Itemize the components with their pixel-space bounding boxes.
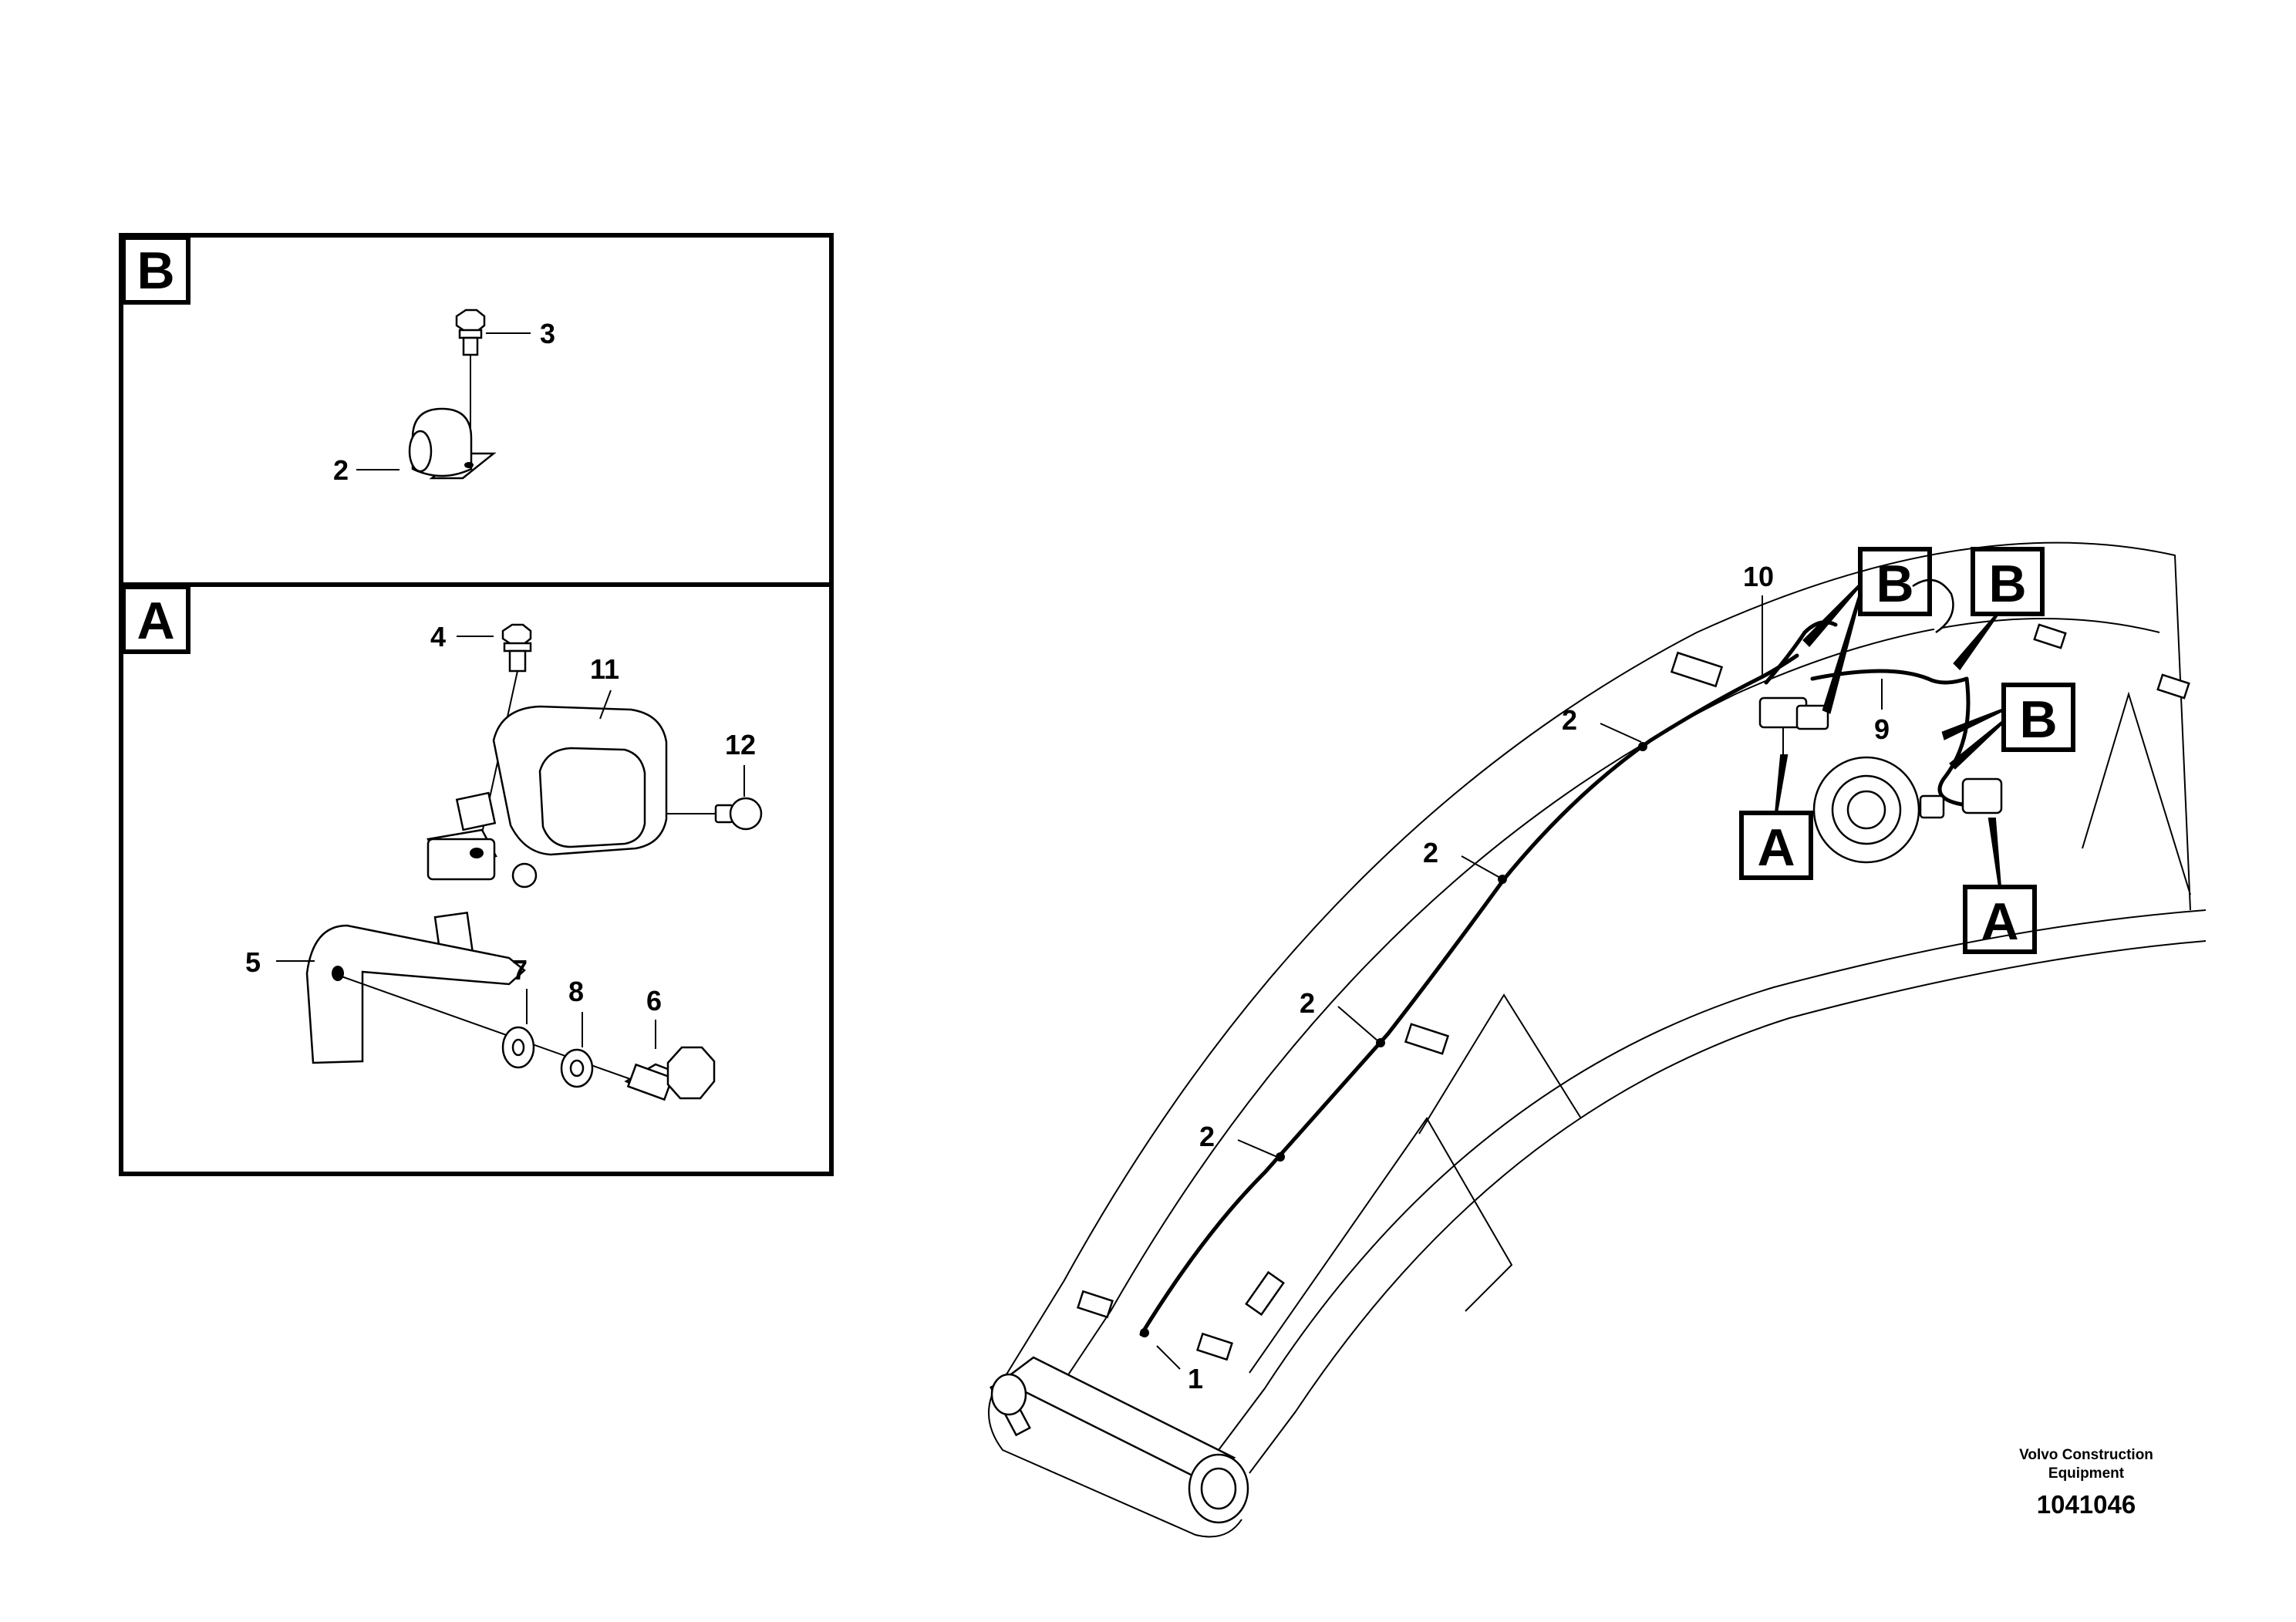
work-lamp-icon	[1758, 696, 1829, 754]
callout-6: 6	[646, 985, 662, 1017]
harness-cable-9	[1810, 669, 1969, 685]
callout-12: 12	[725, 729, 756, 760]
clamp-node	[1140, 1328, 1149, 1337]
callout-boom-9: 9	[1874, 713, 1890, 745]
detail-panel-b: B 3 2	[119, 233, 834, 587]
lock-washer-icon	[560, 1048, 594, 1088]
harness-cable-lamp	[1937, 676, 1977, 808]
callout-5: 5	[245, 946, 261, 978]
callout-boom-2c: 2	[1300, 987, 1315, 1019]
bolt-icon	[624, 1046, 716, 1101]
boom-web-3	[2082, 691, 2191, 895]
panel-b-tag-box	[121, 235, 190, 305]
detail-ref-b-left: B	[1802, 547, 1932, 714]
leader-1	[1156, 1345, 1181, 1370]
screw-icon	[481, 623, 532, 834]
boom-outline-top	[1002, 541, 2191, 1381]
mount-pad	[2033, 623, 2067, 649]
callout-boom-2d: 2	[1199, 1121, 1215, 1152]
mount-pad	[2156, 673, 2190, 700]
harness-cable-10	[1764, 620, 1838, 685]
boom-outline-inner	[1048, 618, 2160, 1404]
company-line-2: Equipment	[2048, 1465, 2125, 1482]
detail-ref-b-right: B	[1953, 547, 2045, 671]
callout-7: 7	[512, 954, 528, 986]
callout-3: 3	[540, 318, 555, 349]
panel-a-frame	[119, 582, 834, 1176]
leader-2d	[1237, 1139, 1278, 1158]
detail-ref-b-lower: B	[1941, 683, 2075, 770]
svg-text:A: A	[1981, 892, 2018, 951]
mount-pad	[1404, 1023, 1450, 1055]
svg-text:B: B	[1876, 555, 1913, 613]
panel-b-tag: B	[137, 241, 174, 300]
callout-boom-2a: 2	[1562, 704, 1577, 736]
bulb-icon	[666, 797, 763, 831]
clamp-node	[1276, 1152, 1285, 1162]
bracket-icon	[305, 911, 526, 1064]
mount-pad	[1196, 1332, 1233, 1361]
svg-text:A: A	[1757, 818, 1795, 877]
panel-a-tag-box	[121, 585, 190, 654]
svg-text:B: B	[1988, 555, 2026, 613]
leader-2a	[1600, 723, 1642, 743]
washer-icon	[501, 1026, 535, 1069]
boom-foot	[988, 1356, 1249, 1538]
clamp-icon	[408, 407, 497, 480]
clamp-node	[1498, 875, 1507, 884]
clamp-node	[1638, 742, 1647, 751]
boom-web-1	[1249, 1117, 1513, 1374]
screw-icon	[455, 309, 486, 463]
drawing-footer: Volvo Construction Equipment 1041046	[2019, 1447, 2153, 1519]
leader-11	[599, 690, 612, 720]
boom-outline-bottom	[1218, 909, 2207, 1451]
drawing-number: 1041046	[2037, 1490, 2136, 1519]
callout-2: 2	[333, 454, 349, 486]
leader-2b	[1461, 855, 1501, 878]
detail-ref-a-right: A	[1963, 818, 2037, 954]
detail-ref-a-left: A	[1739, 754, 1813, 880]
boom-outline-lower	[1249, 940, 2207, 1474]
mount-pad	[1670, 651, 1724, 688]
panel-b-frame	[119, 233, 834, 587]
mount-pad	[1245, 1270, 1285, 1317]
callout-boom-1: 1	[1188, 1363, 1203, 1394]
callout-8: 8	[568, 976, 584, 1007]
leader-2c	[1337, 1006, 1379, 1042]
mount-pad	[1077, 1290, 1114, 1319]
boom-drawing: 1 2 2 2 2 9 10 B B B A	[988, 541, 2207, 1538]
boom-pivot-boss	[1812, 578, 1954, 864]
callout-boom-10: 10	[1743, 561, 1774, 592]
callout-11: 11	[590, 653, 619, 685]
work-lamp-icon	[426, 705, 668, 889]
company-line-1: Volvo Construction	[2019, 1447, 2153, 1463]
svg-text:B: B	[2019, 690, 2057, 749]
callout-4: 4	[430, 621, 446, 653]
callout-boom-2b: 2	[1423, 837, 1438, 868]
boom-web-2	[1418, 993, 1582, 1135]
detail-panel-a: A 4 11 12	[119, 582, 834, 1176]
panel-a-tag: A	[137, 592, 174, 650]
harness-cable-1	[1139, 653, 1799, 1337]
work-lamp-icon	[1919, 777, 2003, 819]
